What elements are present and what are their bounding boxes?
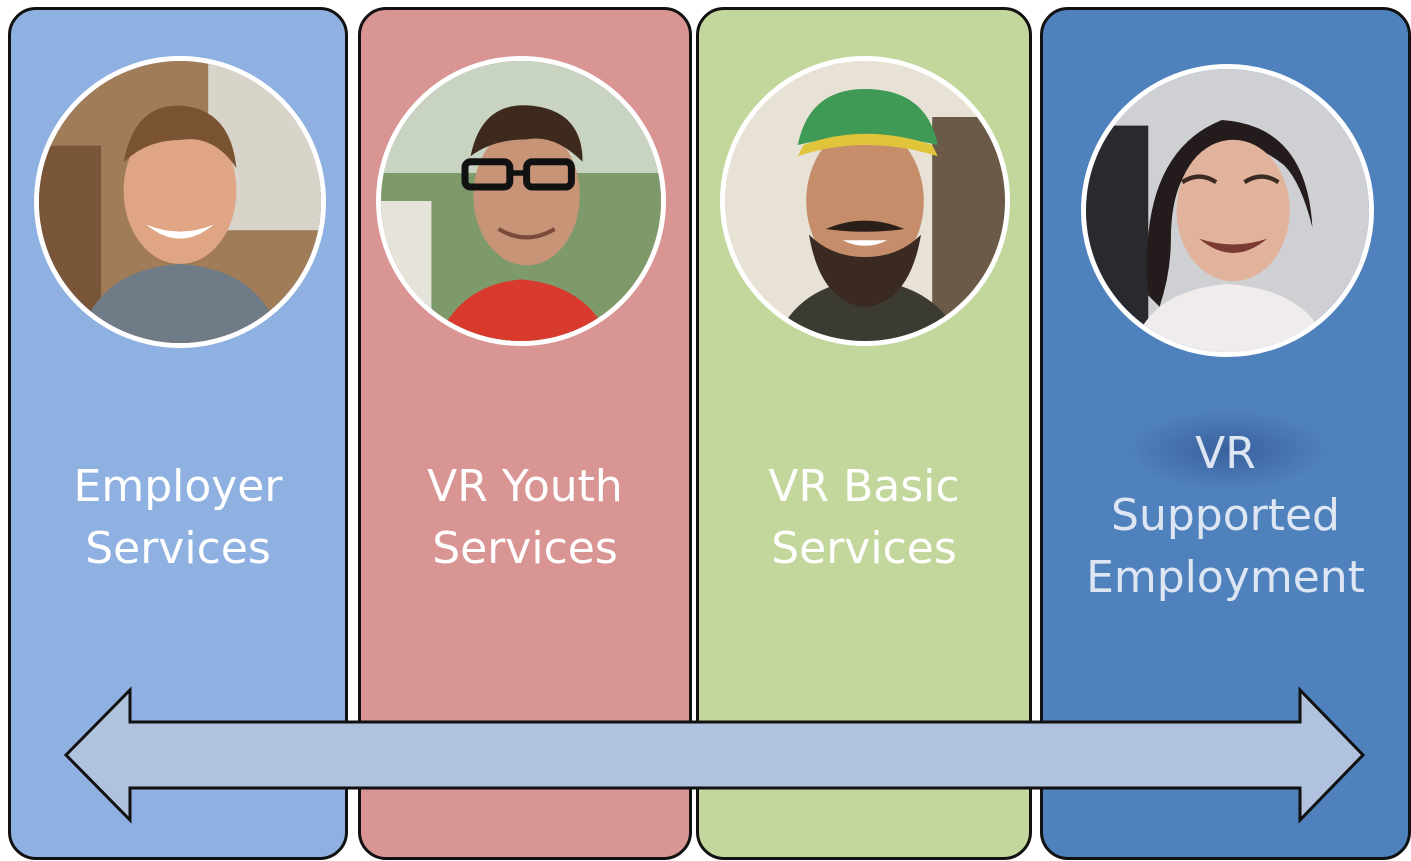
vr-supported-employment-label: VR Supported Employment (1040, 423, 1411, 609)
vr-basic-services-label-line-2: Services (771, 523, 957, 574)
vr-supported-employment-label-line-2: Supported (1111, 490, 1340, 541)
vr-youth-services-label-line-2: Services (432, 523, 618, 574)
vr-basic-services-label: VR Basic Services (696, 456, 1032, 580)
vr-youth-services-label-line-1: VR Youth (427, 461, 623, 512)
employer-services-label: Employer Services (8, 456, 348, 580)
vr-basic-services-label-line-1: VR Basic (768, 461, 960, 512)
employer-services-label-line-2: Services (85, 523, 271, 574)
vr-supported-employment-label-line-3: Employment (1086, 552, 1365, 603)
employer-services-photo (34, 56, 326, 348)
employer-services-label-line-1: Employer (73, 461, 283, 512)
vr-supported-employment-label-line-1: VR (1195, 428, 1256, 479)
label-glow (1128, 410, 1328, 490)
vr-youth-services-label: VR Youth Services (358, 456, 692, 580)
vr-youth-services-photo (376, 56, 666, 346)
vr-basic-services-photo (720, 56, 1010, 346)
